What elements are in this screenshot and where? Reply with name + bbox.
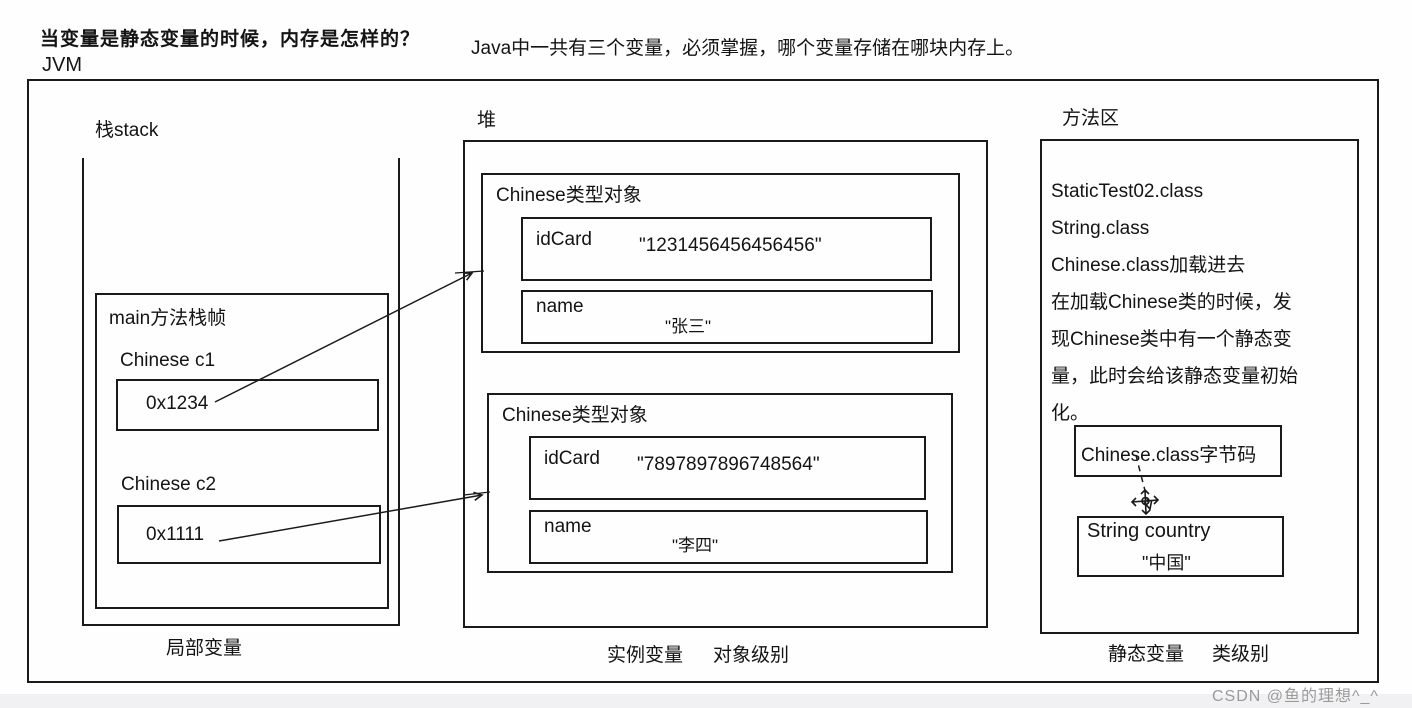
stack-var-value-box: 0x1234 (116, 379, 379, 431)
bottom-strip (0, 694, 1412, 708)
heap-field-box: name "张三" (521, 290, 933, 344)
bytecode-box: Chinese.class字节码 (1074, 425, 1282, 477)
field-key: name (544, 516, 592, 537)
stack-var-name: Chinese c2 (121, 474, 217, 495)
stack-section-label: 栈stack (95, 120, 159, 141)
heap-object-title: Chinese类型对象 (496, 185, 642, 206)
jvm-outer-box (27, 79, 1379, 683)
method-area-line: String.class (1051, 218, 1150, 239)
method-area-caption-static: 静态变量 (1108, 644, 1185, 665)
static-variable-value: "中国" (1142, 553, 1191, 573)
field-value: "张三" (665, 317, 712, 336)
page-title: 当变量是静态变量的时候，内存是怎样的？ (40, 29, 421, 50)
field-key: idCard (544, 448, 600, 469)
heap-field-box: name "李四" (529, 510, 928, 564)
stack-caption: 局部变量 (166, 638, 243, 659)
field-value: "李四" (672, 536, 719, 555)
heap-object-box: Chinese类型对象 idCard "7897897896748564" na… (487, 393, 953, 573)
heap-object-title: Chinese类型对象 (502, 405, 648, 426)
method-area-label: 方法区 (1062, 108, 1120, 129)
method-area-line: 化。 (1051, 403, 1090, 424)
stack-var-value: 0x1234 (146, 393, 209, 414)
main-stack-frame-box: main方法栈帧 Chinese c1 0x1234 Chinese c2 0x… (95, 293, 389, 609)
static-variable-box: String country "中国" (1077, 516, 1284, 577)
heap-section-label: 堆 (477, 110, 497, 131)
page-subtitle: Java中一共有三个变量，必须掌握，哪个变量存储在哪块内存上。 (471, 38, 1025, 59)
method-area-line: 量，此时会给该静态变量初始 (1051, 366, 1299, 387)
method-area-container: StaticTest02.class String.class Chinese.… (1040, 139, 1359, 634)
stack-frame-title: main方法栈帧 (109, 308, 227, 329)
method-area-line: 现Chinese类中有一个静态变 (1051, 329, 1292, 350)
watermark: CSDN @鱼的理想^_^ (1212, 688, 1379, 705)
jvm-label: JVM (42, 54, 82, 76)
heap-object-box: Chinese类型对象 idCard "1231456456456456" na… (481, 173, 960, 353)
field-key: name (536, 296, 584, 317)
field-value: "1231456456456456" (639, 235, 822, 256)
field-value: "7897897896748564" (637, 454, 820, 475)
bytecode-box-label: Chinese.class字节码 (1081, 445, 1257, 466)
method-area-line: Chinese.class加载进去 (1051, 255, 1246, 276)
field-key: idCard (536, 229, 592, 250)
method-area-line: 在加载Chinese类的时候，发 (1051, 292, 1292, 313)
heap-field-box: idCard "1231456456456456" (521, 217, 932, 281)
method-area-line: StaticTest02.class (1051, 181, 1204, 202)
heap-caption-object-level: 对象级别 (713, 645, 790, 666)
method-area-caption-class-level: 类级别 (1212, 644, 1270, 665)
stack-var-value: 0x1111 (146, 524, 205, 545)
heap-caption-instance: 实例变量 (607, 645, 684, 666)
stack-var-value-box: 0x1111 (117, 505, 381, 564)
static-variable-name: String country (1087, 520, 1211, 542)
heap-field-box: idCard "7897897896748564" (529, 436, 926, 500)
stack-var-name: Chinese c1 (120, 350, 216, 371)
method-area-text: StaticTest02.class String.class Chinese.… (1051, 173, 1298, 432)
